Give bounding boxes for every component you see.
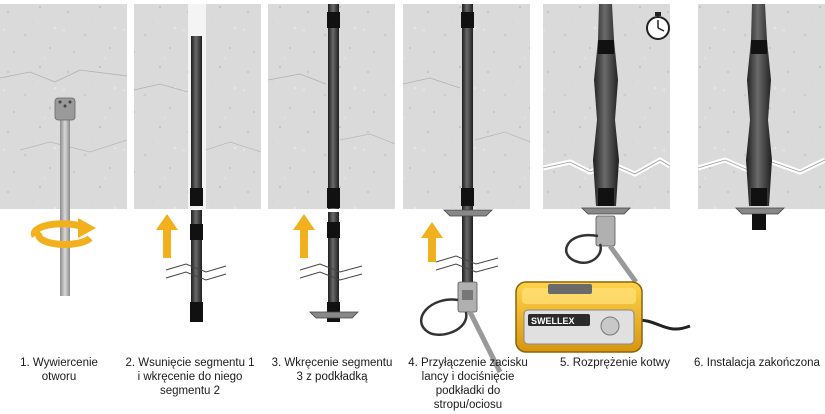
anchor-segment-1 (191, 36, 202, 206)
step-4-panel (402, 4, 531, 374)
expanded-anchor (593, 4, 619, 206)
step-5-caption: 5. Rozprężenie kotwy (560, 357, 670, 369)
lance-clamp (420, 281, 503, 374)
anchor-segment-2 (191, 210, 202, 322)
stopwatch-icon (646, 12, 670, 40)
faceplate (735, 207, 785, 215)
step-2-caption: 2. Wsunięcie segmentu 1 i wkręcenie do n… (125, 357, 255, 397)
up-arrow-icon (421, 222, 443, 262)
anchor-rod (462, 4, 473, 286)
step-2-panel (133, 4, 262, 322)
step-6-panel (697, 4, 825, 230)
step-3-panel (267, 4, 396, 322)
crack-line-icon (0, 69, 128, 83)
cut-mark (435, 255, 499, 265)
drill-bit (54, 97, 76, 121)
drill-rod (60, 118, 70, 296)
step-5-panel: SWELLEX (515, 4, 691, 353)
anchor-segment-3 (328, 212, 339, 322)
faceplate (581, 207, 631, 215)
step-3-caption: 3. Wkręcenie segmentu 3 z podkładką (271, 357, 393, 383)
device-brand-label: SWELLEX (531, 316, 575, 326)
swellex-pump-device: SWELLEX (515, 281, 691, 353)
step-1-caption: 1. Wywiercenie otworu (20, 357, 98, 383)
step-1-panel (0, 4, 128, 296)
cut-mark (299, 263, 363, 273)
crack-line-icon (267, 73, 327, 85)
step-6-caption: 6. Instalacja zakończona (694, 357, 820, 369)
anchor-end (752, 214, 766, 230)
cut-mark (165, 263, 227, 273)
installed-anchor (746, 4, 772, 206)
faceplate (443, 209, 493, 217)
up-arrow-icon (156, 214, 178, 258)
lance-clamp (565, 215, 639, 284)
anchor-segment (328, 4, 339, 209)
crack-line-icon (402, 77, 461, 89)
crack-line-icon (133, 83, 189, 93)
step-4-caption: 4. Przyłączenie zacisku lancy i dociśnię… (408, 357, 528, 411)
faceplate (309, 311, 359, 319)
up-arrow-icon (293, 214, 315, 258)
rotation-arrow-icon (30, 218, 96, 248)
